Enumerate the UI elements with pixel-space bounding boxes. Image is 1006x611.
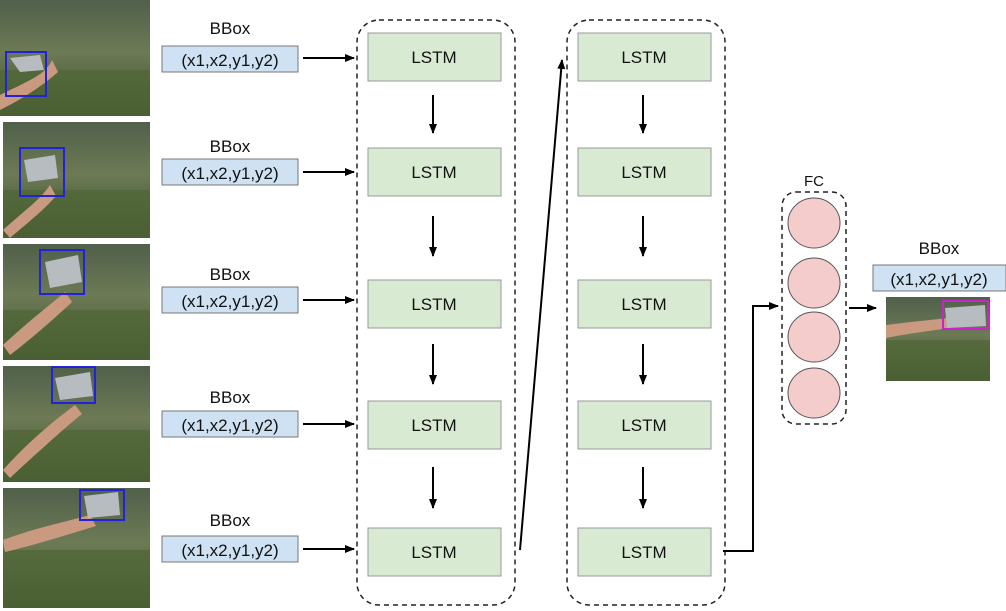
bbox-title: BBox: [210, 511, 251, 530]
lstm-cell: LSTM: [367, 147, 502, 197]
lstm-cell: LSTM: [367, 527, 502, 577]
fc-node: [787, 257, 841, 309]
bbox-input-4: BBox (x1,x2,y1,y2): [161, 388, 299, 438]
lstm-cell: LSTM: [367, 400, 502, 450]
detection-box: [39, 249, 85, 295]
lstm-cell: LSTM: [577, 32, 712, 82]
bbox-output: BBox (x1,x2,y1,y2): [872, 239, 1006, 292]
lstm-label: LSTM: [411, 416, 456, 435]
bbox-input-3: BBox (x1,x2,y1,y2): [161, 265, 299, 314]
output-detection-box: [942, 300, 989, 330]
bbox-title: BBox: [210, 388, 251, 407]
bbox-coords: (x1,x2,y1,y2): [181, 164, 278, 183]
lstm-label: LSTM: [621, 543, 666, 562]
fc-input-arrow: [723, 302, 779, 552]
lstm-label: LSTM: [621, 416, 666, 435]
lstm-label: LSTM: [411, 163, 456, 182]
input-frame-4: [3, 366, 150, 482]
fc-node: [787, 311, 841, 363]
lstm-cell: LSTM: [577, 400, 712, 450]
bbox-input-1: BBox (x1,x2,y1,y2): [161, 19, 299, 73]
bbox-title: BBox: [210, 265, 251, 284]
lstm-label: LSTM: [411, 295, 456, 314]
lstm-cell: LSTM: [577, 527, 712, 577]
lstm-cell: LSTM: [367, 32, 502, 82]
bbox-coords: (x1,x2,y1,y2): [181, 416, 278, 435]
detection-box: [51, 366, 96, 404]
lstm-label: LSTM: [621, 48, 666, 67]
input-frame-5: [3, 488, 150, 608]
input-frame-2: [3, 122, 150, 238]
lstm-layer-1-container: [356, 19, 516, 606]
bbox-title: BBox: [210, 19, 251, 38]
bbox-input-2: BBox (x1,x2,y1,y2): [161, 137, 299, 186]
bbox-input-5: BBox (x1,x2,y1,y2): [161, 511, 299, 563]
bbox-title: BBox: [210, 137, 251, 156]
bbox-coords: (x1,x2,y1,y2): [181, 541, 278, 560]
lstm-label: LSTM: [411, 543, 456, 562]
detection-box: [5, 51, 47, 97]
detection-box: [19, 147, 65, 197]
fc-node: [787, 197, 841, 249]
output-frame: [886, 297, 990, 381]
lstm-label: LSTM: [621, 163, 666, 182]
fc-layer-container: [781, 191, 847, 425]
bbox-coords: (x1,x2,y1,y2): [181, 292, 278, 311]
lstm-cell: LSTM: [367, 279, 502, 329]
fc-label: FC: [804, 173, 824, 190]
layer-connection-arrow: [519, 59, 566, 551]
lstm-cell: LSTM: [577, 279, 712, 329]
bbox-title: BBox: [919, 239, 960, 258]
bbox-coords: (x1,x2,y1,y2): [890, 270, 987, 289]
lstm-layer-2-container: [566, 19, 726, 606]
lstm-label: LSTM: [621, 295, 666, 314]
input-frame-1: [0, 0, 150, 116]
lstm-label: LSTM: [411, 48, 456, 67]
bbox-coords: (x1,x2,y1,y2): [181, 51, 278, 70]
fc-node: [787, 367, 841, 419]
input-frame-3: [3, 244, 150, 360]
detection-box: [79, 489, 125, 521]
lstm-cell: LSTM: [577, 147, 712, 197]
